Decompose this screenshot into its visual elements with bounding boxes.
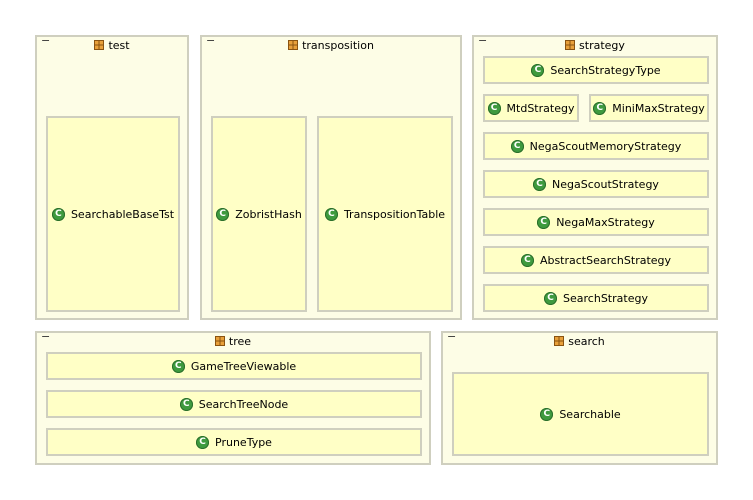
package-strategy[interactable]: − strategy C SearchStrategyType C MtdStrat… <box>472 35 718 320</box>
package-transposition[interactable]: − transposition C ZobristHash C Transposit… <box>200 35 462 320</box>
package-icon <box>565 40 576 50</box>
class-box[interactable]: C SearchableBaseTst <box>46 116 180 312</box>
class-name: PruneType <box>215 435 272 449</box>
package-tree[interactable]: − tree C GameTreeViewable C SearchTreeNode… <box>35 331 431 465</box>
class-box[interactable]: C GameTreeViewable <box>46 352 422 380</box>
class-c-icon: C <box>533 177 547 191</box>
package-search[interactable]: − search C Searchable <box>441 331 718 465</box>
collapse-icon[interactable]: − <box>478 34 488 47</box>
class-c-icon: C <box>593 101 607 115</box>
collapse-icon[interactable]: − <box>41 330 51 343</box>
class-box[interactable]: C AbstractSearchStrategy <box>483 246 709 274</box>
class-c-icon: C <box>531 63 545 77</box>
package-header: test <box>37 39 187 53</box>
class-box[interactable]: C MtdStrategy <box>483 94 579 122</box>
class-name: SearchTreeNode <box>198 397 289 411</box>
package-header: transposition <box>202 39 460 53</box>
package-icon <box>288 40 299 50</box>
class-c-icon: C <box>196 435 210 449</box>
class-c-icon: C <box>487 101 501 115</box>
package-header: tree <box>37 335 429 349</box>
package-icon <box>214 336 225 346</box>
class-name: SearchStrategyType <box>550 63 661 77</box>
package-test[interactable]: − test C SearchableBaseTst <box>35 35 189 320</box>
collapse-icon[interactable]: − <box>41 34 51 47</box>
package-name: strategy <box>579 39 625 52</box>
class-name: MiniMaxStrategy <box>612 101 705 115</box>
class-c-icon: C <box>510 139 524 153</box>
class-c-icon: C <box>544 291 558 305</box>
package-icon <box>94 40 105 50</box>
class-c-icon: C <box>179 397 193 411</box>
class-c-icon: C <box>216 207 230 221</box>
class-box[interactable]: C SearchStrategyType <box>483 56 709 84</box>
class-name: NegaScoutMemoryStrategy <box>529 139 682 153</box>
package-name: test <box>108 39 130 52</box>
package-name: transposition <box>302 39 374 52</box>
class-box[interactable]: C MiniMaxStrategy <box>589 94 709 122</box>
class-c-icon: C <box>171 359 185 373</box>
package-name: search <box>568 335 605 348</box>
class-box[interactable]: C PruneType <box>46 428 422 456</box>
class-box[interactable]: C TranspositionTable <box>317 116 453 312</box>
package-name: tree <box>228 335 252 348</box>
package-header: strategy <box>474 39 716 53</box>
class-name: Searchable <box>559 407 621 421</box>
package-header: search <box>443 335 716 349</box>
class-box[interactable]: C NegaMaxStrategy <box>483 208 709 236</box>
class-name: AbstractSearchStrategy <box>539 253 672 267</box>
package-icon <box>554 336 565 346</box>
class-name: ZobristHash <box>235 207 302 221</box>
collapse-icon[interactable]: − <box>447 330 457 343</box>
class-name: NegaMaxStrategy <box>556 215 655 229</box>
class-box[interactable]: C SearchStrategy <box>483 284 709 312</box>
class-c-icon: C <box>540 407 554 421</box>
class-name: MtdStrategy <box>506 101 575 115</box>
class-name: SearchableBaseTst <box>70 207 175 221</box>
class-name: SearchStrategy <box>563 291 648 305</box>
class-box[interactable]: C ZobristHash <box>211 116 307 312</box>
class-name: NegaScoutStrategy <box>552 177 659 191</box>
class-box[interactable]: C Searchable <box>452 372 709 456</box>
class-box[interactable]: C SearchTreeNode <box>46 390 422 418</box>
collapse-icon[interactable]: − <box>206 34 216 47</box>
class-name: GameTreeViewable <box>190 359 297 373</box>
class-name: TranspositionTable <box>343 207 446 221</box>
class-box[interactable]: C NegaScoutMemoryStrategy <box>483 132 709 160</box>
class-c-icon: C <box>51 207 65 221</box>
class-c-icon: C <box>324 207 338 221</box>
class-box[interactable]: C NegaScoutStrategy <box>483 170 709 198</box>
class-c-icon: C <box>520 253 534 267</box>
class-c-icon: C <box>537 215 551 229</box>
